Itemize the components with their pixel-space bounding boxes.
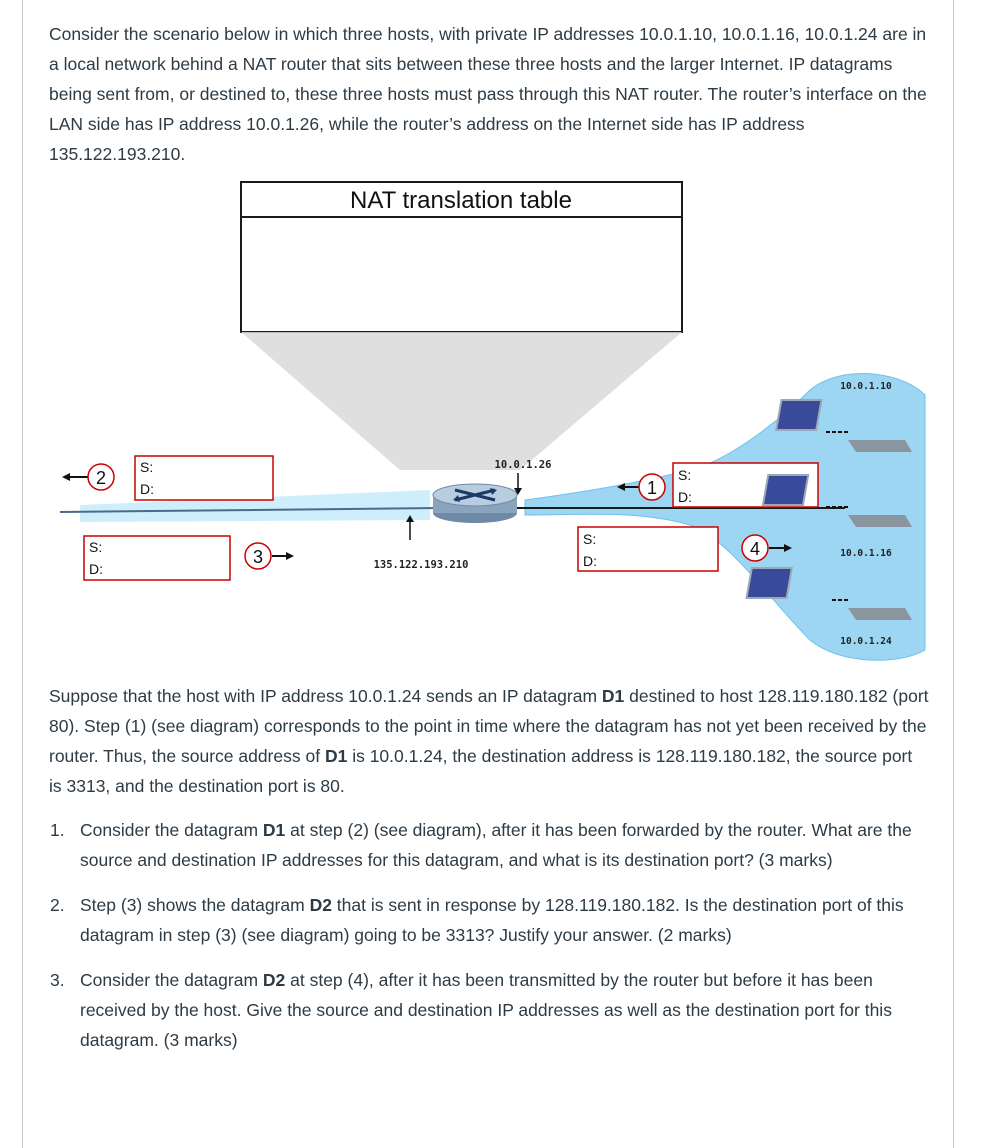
question-1: 1.Consider the datagram D1 at step (2) (…	[50, 815, 930, 875]
box4-dest-label: D:	[583, 553, 597, 569]
datagram-box-step-2: S: D:	[135, 456, 273, 500]
host-2-ip: 10.0.1.16	[840, 548, 892, 559]
nat-translation-table: NAT translation table	[241, 182, 682, 332]
question-2: 2.Step (3) shows the datagram D2 that is…	[50, 890, 930, 950]
table-projection	[241, 332, 682, 470]
nat-table-title: NAT translation table	[350, 187, 572, 214]
datagram-box-step-3: S: D:	[84, 536, 230, 580]
box2-dest-label: D:	[140, 481, 154, 497]
question-list: 1.Consider the datagram D1 at step (2) (…	[50, 815, 930, 1070]
router-wan-ip: 135.122.193.210	[374, 559, 469, 571]
step-4-label: 4	[750, 539, 760, 559]
host-3-ip: 10.0.1.24	[840, 636, 892, 647]
question-3: 3.Consider the datagram D2 at step (4), …	[50, 965, 930, 1055]
box4-source-label: S:	[583, 531, 596, 547]
box3-dest-label: D:	[89, 561, 103, 577]
host-1-ip: 10.0.1.10	[840, 381, 892, 392]
scenario-paragraph: Suppose that the host with IP address 10…	[49, 681, 929, 801]
box1-dest-label: D:	[678, 489, 692, 505]
datagram-box-step-4: S: D:	[578, 527, 718, 571]
router-lan-ip: 10.0.1.26	[495, 459, 552, 471]
step-3-label: 3	[253, 547, 263, 567]
step-2-marker: 2	[62, 464, 114, 490]
nat-router	[433, 484, 517, 523]
box1-source-label: S:	[678, 467, 691, 483]
step-1-label: 1	[647, 478, 657, 498]
box2-source-label: S:	[140, 459, 153, 475]
step-3-marker: 3	[245, 543, 294, 569]
box3-source-label: S:	[89, 539, 102, 555]
step-2-label: 2	[96, 468, 106, 488]
